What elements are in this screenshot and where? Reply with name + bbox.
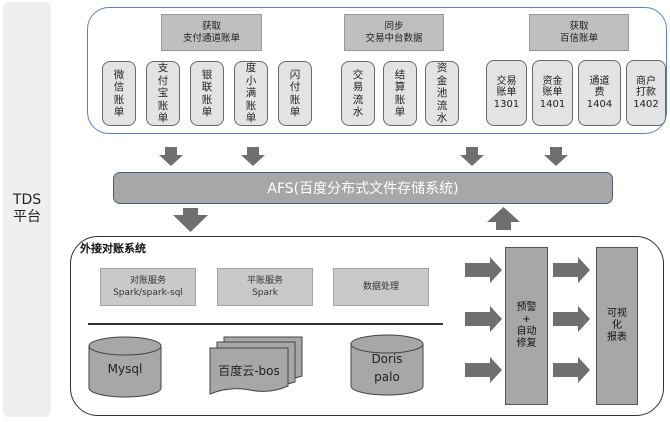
alert-auto-repair-box: 预警 + 自动 修复 <box>505 247 548 405</box>
database-icon <box>88 336 162 398</box>
card-duxiaoman-bill: 度小满账单 <box>234 61 268 126</box>
service-name: 数据处理 <box>362 282 399 292</box>
card-wechat-bill: 微信账单 <box>102 61 136 126</box>
card-label: 资金 账单 1401 <box>539 75 566 110</box>
arrow-down-icon <box>241 147 265 166</box>
group-title: 同步 交易中台数据 <box>365 20 423 44</box>
card-label: 闪付账单 <box>289 68 301 119</box>
card-transaction-bill-1301: 交易 账单 1301 <box>486 60 527 126</box>
arrow-down-icon <box>159 147 183 166</box>
card-label: 通道 费 1404 <box>586 75 613 110</box>
service-balancing: 平账服务 Spark <box>217 268 313 306</box>
group-title: 获取 百信账单 <box>559 20 598 44</box>
arrow-right-icon <box>465 357 502 383</box>
service-tech: Spark/spark-sql <box>113 288 183 298</box>
card-transaction-flow: 交易流水 <box>341 61 375 126</box>
card-label: 度小满账单 <box>245 62 257 125</box>
group-header-payment-channels: 获取 支付通道账单 <box>161 14 262 51</box>
arrow-down-icon <box>460 147 484 166</box>
reconciliation-system-frame <box>70 236 664 416</box>
system-title: 外接对账系统 <box>80 242 146 255</box>
afs-storage-bar: AFS(百度分布式文件存储系统) <box>113 172 613 204</box>
card-settlement-bill: 结算账单 <box>383 61 417 126</box>
service-reconciliation: 对账服务 Spark/spark-sql <box>100 268 196 306</box>
card-channel-fee-1404: 通道 费 1404 <box>578 60 621 126</box>
arrow-right-icon <box>553 306 590 332</box>
arrow-up-icon <box>487 207 520 230</box>
alert-box-label: 预警 + 自动 修复 <box>516 302 537 349</box>
data-sources-frame <box>87 7 667 134</box>
card-merchant-payout-1402: 商户 打款 1402 <box>626 60 666 126</box>
database-icon <box>350 334 424 396</box>
card-label: 银联账单 <box>201 68 213 119</box>
card-unionpay-bill: 银联账单 <box>190 61 224 126</box>
card-label: 结算账单 <box>394 68 406 119</box>
arrow-down-icon <box>544 147 568 166</box>
arrow-right-icon <box>553 357 590 383</box>
card-fund-pool-flow: 资金池流水 <box>425 61 459 126</box>
tds-platform-panel <box>3 2 51 417</box>
afs-label: AFS(百度分布式文件存储系统) <box>267 181 459 197</box>
group-header-baixin-bills: 获取 百信账单 <box>529 14 629 51</box>
arrow-right-icon <box>465 306 502 332</box>
card-label: 交易流水 <box>352 68 364 119</box>
section-divider <box>88 323 443 325</box>
arrow-down-icon <box>173 208 208 232</box>
card-alipay-bill: 支付宝账单 <box>146 61 180 126</box>
arrow-right-icon <box>465 257 502 283</box>
card-label: 资金池流水 <box>436 62 448 125</box>
arrow-right-icon <box>553 257 590 283</box>
card-label: 商户 打款 1402 <box>633 75 659 110</box>
service-name: 平账服务 <box>246 276 283 286</box>
card-fund-bill-1401: 资金 账单 1401 <box>532 60 573 126</box>
card-label: 微信账单 <box>113 68 125 119</box>
card-quickpass-bill: 闪付账单 <box>278 61 312 126</box>
documents-icon <box>209 336 303 395</box>
card-label: 交易 账单 1301 <box>493 75 520 110</box>
service-data-processing: 数据处理 <box>333 268 429 306</box>
visual-report-box: 可视 化 报表 <box>596 247 638 405</box>
group-header-trading-platform: 同步 交易中台数据 <box>344 14 444 51</box>
group-title: 获取 支付通道账单 <box>182 20 240 44</box>
tds-platform-label: TDS 平台 <box>12 192 42 225</box>
card-label: 支付宝账单 <box>157 62 169 125</box>
service-tech: Spark <box>252 288 278 298</box>
storage-label-bos: 百度云-bos <box>218 364 280 378</box>
service-name: 对账服务 <box>129 276 166 286</box>
storage-label-doris: Doris palo <box>371 352 403 384</box>
report-box-label: 可视 化 报表 <box>607 308 627 343</box>
storage-label-mysql: Mysql <box>107 362 143 376</box>
